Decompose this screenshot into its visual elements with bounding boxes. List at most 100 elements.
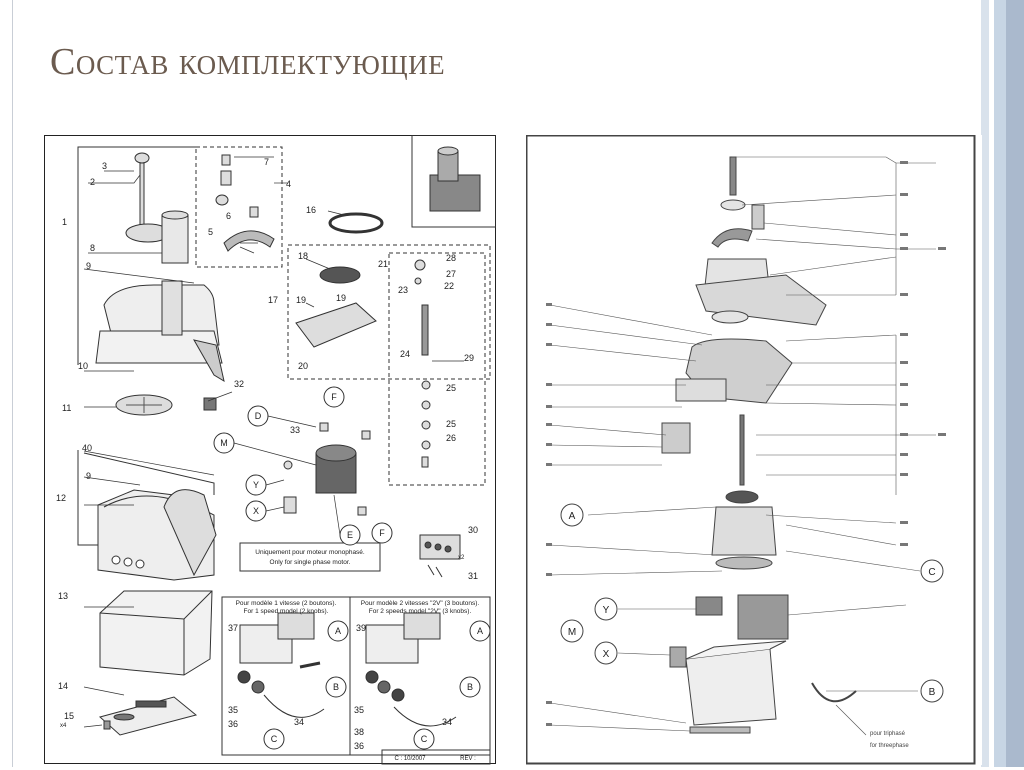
svg-text:Uniquement pour moteur monopha: Uniquement pour moteur monophasé. [255, 549, 365, 556]
svg-text:D: D [255, 411, 262, 421]
svg-text:23: 23 [398, 285, 408, 295]
svg-text:Pour modèle 2 vitesses "2V" (3: Pour modèle 2 vitesses "2V" (3 boutons). [361, 600, 480, 607]
svg-text:3: 3 [102, 161, 107, 171]
callout-circle-B [325, 676, 347, 698]
svg-text:35: 35 [228, 705, 238, 715]
svg-text:REV :: REV : [460, 756, 476, 762]
callout-circle-A-right [560, 503, 584, 527]
svg-text:C: C [421, 734, 428, 744]
svg-text:29: 29 [464, 353, 474, 363]
svg-text:37: 37 [228, 623, 238, 633]
callout-circle-M-right [560, 619, 584, 643]
svg-text:13: 13 [58, 591, 68, 601]
svg-text:31: 31 [468, 571, 478, 581]
accent-band-2 [989, 0, 994, 767]
svg-text:pour triphasé: pour triphasé [870, 731, 906, 737]
svg-text:35: 35 [354, 705, 364, 715]
slide-title: Состав комплектующие [50, 41, 446, 83]
callout-circle-B-right [920, 679, 944, 703]
svg-text:26: 26 [446, 433, 456, 443]
parts-diagram-right-svg: A C Y M X B pour tri [525, 134, 976, 765]
svg-text:34: 34 [442, 717, 452, 727]
svg-text:C: C [271, 734, 278, 744]
svg-text:24: 24 [400, 349, 410, 359]
svg-text:Y: Y [253, 480, 259, 490]
svg-text:9: 9 [86, 261, 91, 271]
callout-circle-F2 [371, 522, 393, 544]
svg-text:For 2 speeds model "2V" (3 kno: For 2 speeds model "2V" (3 knobs). [369, 608, 472, 615]
accent-band-3 [994, 0, 1006, 767]
svg-text:X: X [603, 649, 610, 660]
svg-text:M: M [220, 438, 228, 448]
svg-text:C : 10/2007: C : 10/2007 [394, 756, 426, 762]
svg-text:11: 11 [62, 403, 71, 413]
svg-text:21: 21 [378, 259, 388, 269]
svg-text:C: C [928, 567, 935, 578]
callout-circle-X-right [594, 641, 618, 665]
svg-text:30: 30 [468, 525, 478, 535]
svg-text:Only for single phase motor.: Only for single phase motor. [270, 559, 351, 566]
svg-text:x4: x4 [60, 723, 67, 729]
parts-diagram-left-svg: 1 2 3 4 5 6 7 8 9 10 11 12 13 14 15 16 1… [44, 134, 497, 765]
svg-text:36: 36 [354, 741, 364, 751]
svg-text:A: A [569, 511, 576, 522]
svg-text:20: 20 [298, 361, 308, 371]
svg-text:Y: Y [603, 605, 610, 616]
svg-text:A: A [335, 626, 341, 636]
svg-text:1: 1 [62, 217, 67, 227]
svg-text:25: 25 [446, 419, 456, 429]
svg-text:x2: x2 [458, 555, 465, 561]
accent-band-1 [981, 0, 989, 767]
svg-text:M: M [568, 627, 576, 638]
svg-text:Pour modèle 1 vitesse (2 bouto: Pour modèle 1 vitesse (2 boutons). [236, 600, 337, 607]
svg-text:F: F [331, 392, 337, 402]
accent-band-4 [1006, 0, 1024, 767]
svg-text:19: 19 [336, 293, 346, 303]
callout-circle-Y-right [594, 597, 618, 621]
svg-text:X: X [253, 506, 259, 516]
svg-text:7: 7 [264, 157, 269, 167]
parts-diagram-right: A C Y M X B pour tri [525, 134, 982, 765]
svg-text:25: 25 [446, 383, 456, 393]
callout-circle-C-right [920, 559, 944, 583]
svg-text:32: 32 [234, 379, 244, 389]
svg-text:27: 27 [446, 269, 456, 279]
callout-circle-A2 [469, 620, 491, 642]
svg-text:28: 28 [446, 253, 456, 263]
svg-text:38: 38 [354, 727, 364, 737]
svg-text:E: E [347, 530, 353, 540]
svg-text:19: 19 [296, 295, 306, 305]
svg-text:6: 6 [226, 211, 231, 221]
svg-text:A: A [477, 626, 483, 636]
svg-text:14: 14 [58, 681, 68, 691]
svg-text:4: 4 [286, 179, 291, 189]
svg-text:2: 2 [90, 177, 95, 187]
svg-text:16: 16 [306, 205, 316, 215]
svg-text:12: 12 [56, 493, 66, 503]
svg-text:B: B [333, 682, 339, 692]
svg-text:17: 17 [268, 295, 278, 305]
callout-circle-C [263, 728, 285, 750]
svg-text:40: 40 [82, 443, 92, 453]
svg-text:9: 9 [86, 471, 91, 481]
svg-text:15: 15 [64, 711, 74, 721]
svg-text:B: B [467, 682, 473, 692]
callout-circle-F [323, 386, 345, 408]
svg-text:for threephase: for threephase [870, 743, 909, 749]
svg-text:33: 33 [290, 425, 300, 435]
parts-diagram-left: 1 2 3 4 5 6 7 8 9 10 11 12 13 14 15 16 1… [44, 134, 497, 765]
svg-text:10: 10 [78, 361, 88, 371]
svg-text:For 1 speed model (2 knobs).: For 1 speed model (2 knobs). [244, 608, 329, 615]
svg-text:34: 34 [294, 717, 304, 727]
callout-circle-B2 [459, 676, 481, 698]
callout-circle-C2 [413, 728, 435, 750]
svg-text:F: F [379, 528, 385, 538]
callout-circle-A [327, 620, 349, 642]
svg-text:18: 18 [298, 251, 308, 261]
svg-text:5: 5 [208, 227, 213, 237]
svg-text:B: B [929, 687, 936, 698]
svg-text:36: 36 [228, 719, 238, 729]
svg-text:39: 39 [356, 623, 366, 633]
svg-text:22: 22 [444, 281, 454, 291]
svg-text:8: 8 [90, 243, 95, 253]
